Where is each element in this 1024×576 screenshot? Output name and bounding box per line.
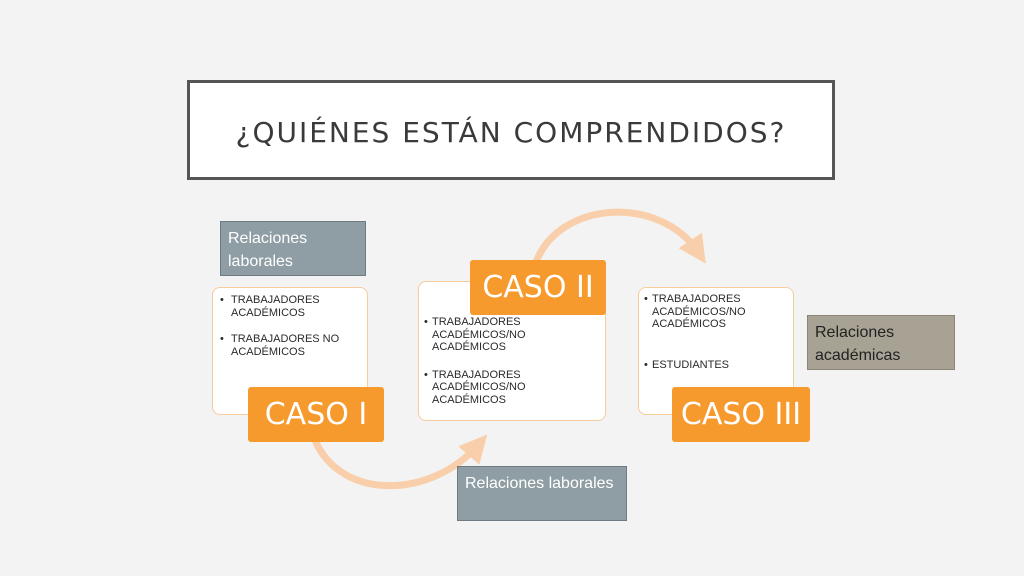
arrow-caso2-to-caso3	[532, 208, 706, 264]
caso2-item-2: TRABAJADORES ACADÉMICOS/NO ACADÉMICOS	[424, 369, 602, 407]
caso3-item-2: ESTUDIANTES	[644, 359, 790, 372]
label-relaciones-laborales-bottom: Relaciones laborales	[457, 466, 627, 521]
caso1-items: TRABAJADORES ACADÉMICOS TRABAJADORES NO …	[217, 294, 363, 358]
caso2-header: CASO II	[470, 260, 606, 315]
caso3-item-1: TRABAJADORES ACADÉMICOS/NO ACADÉMICOS	[644, 293, 790, 331]
title-box: ¿QUIÉNES ESTÁN COMPRENDIDOS?	[187, 80, 835, 180]
caso3-items: TRABAJADORES ACADÉMICOS/NO ACADÉMICOS ES…	[644, 293, 790, 371]
label-relaciones-laborales-top: Relaciones laborales	[220, 221, 366, 276]
caso1-item-2: TRABAJADORES NO ACADÉMICOS	[217, 333, 363, 358]
page-title: ¿QUIÉNES ESTÁN COMPRENDIDOS?	[235, 115, 787, 149]
caso2-item-1: TRABAJADORES ACADÉMICOS/NO ACADÉMICOS	[424, 316, 602, 354]
caso1-item-1: TRABAJADORES ACADÉMICOS	[217, 294, 363, 319]
caso2-items: TRABAJADORES ACADÉMICOS/NO ACADÉMICOS TR…	[424, 316, 602, 406]
label-relaciones-academicas: Relaciones académicas	[807, 315, 955, 370]
arrow-caso1-to-caso2	[311, 434, 488, 490]
caso1-header: CASO I	[248, 387, 384, 442]
caso1-card: TRABAJADORES ACADÉMICOS TRABAJADORES NO …	[212, 287, 368, 415]
caso3-header: CASO III	[672, 387, 810, 442]
